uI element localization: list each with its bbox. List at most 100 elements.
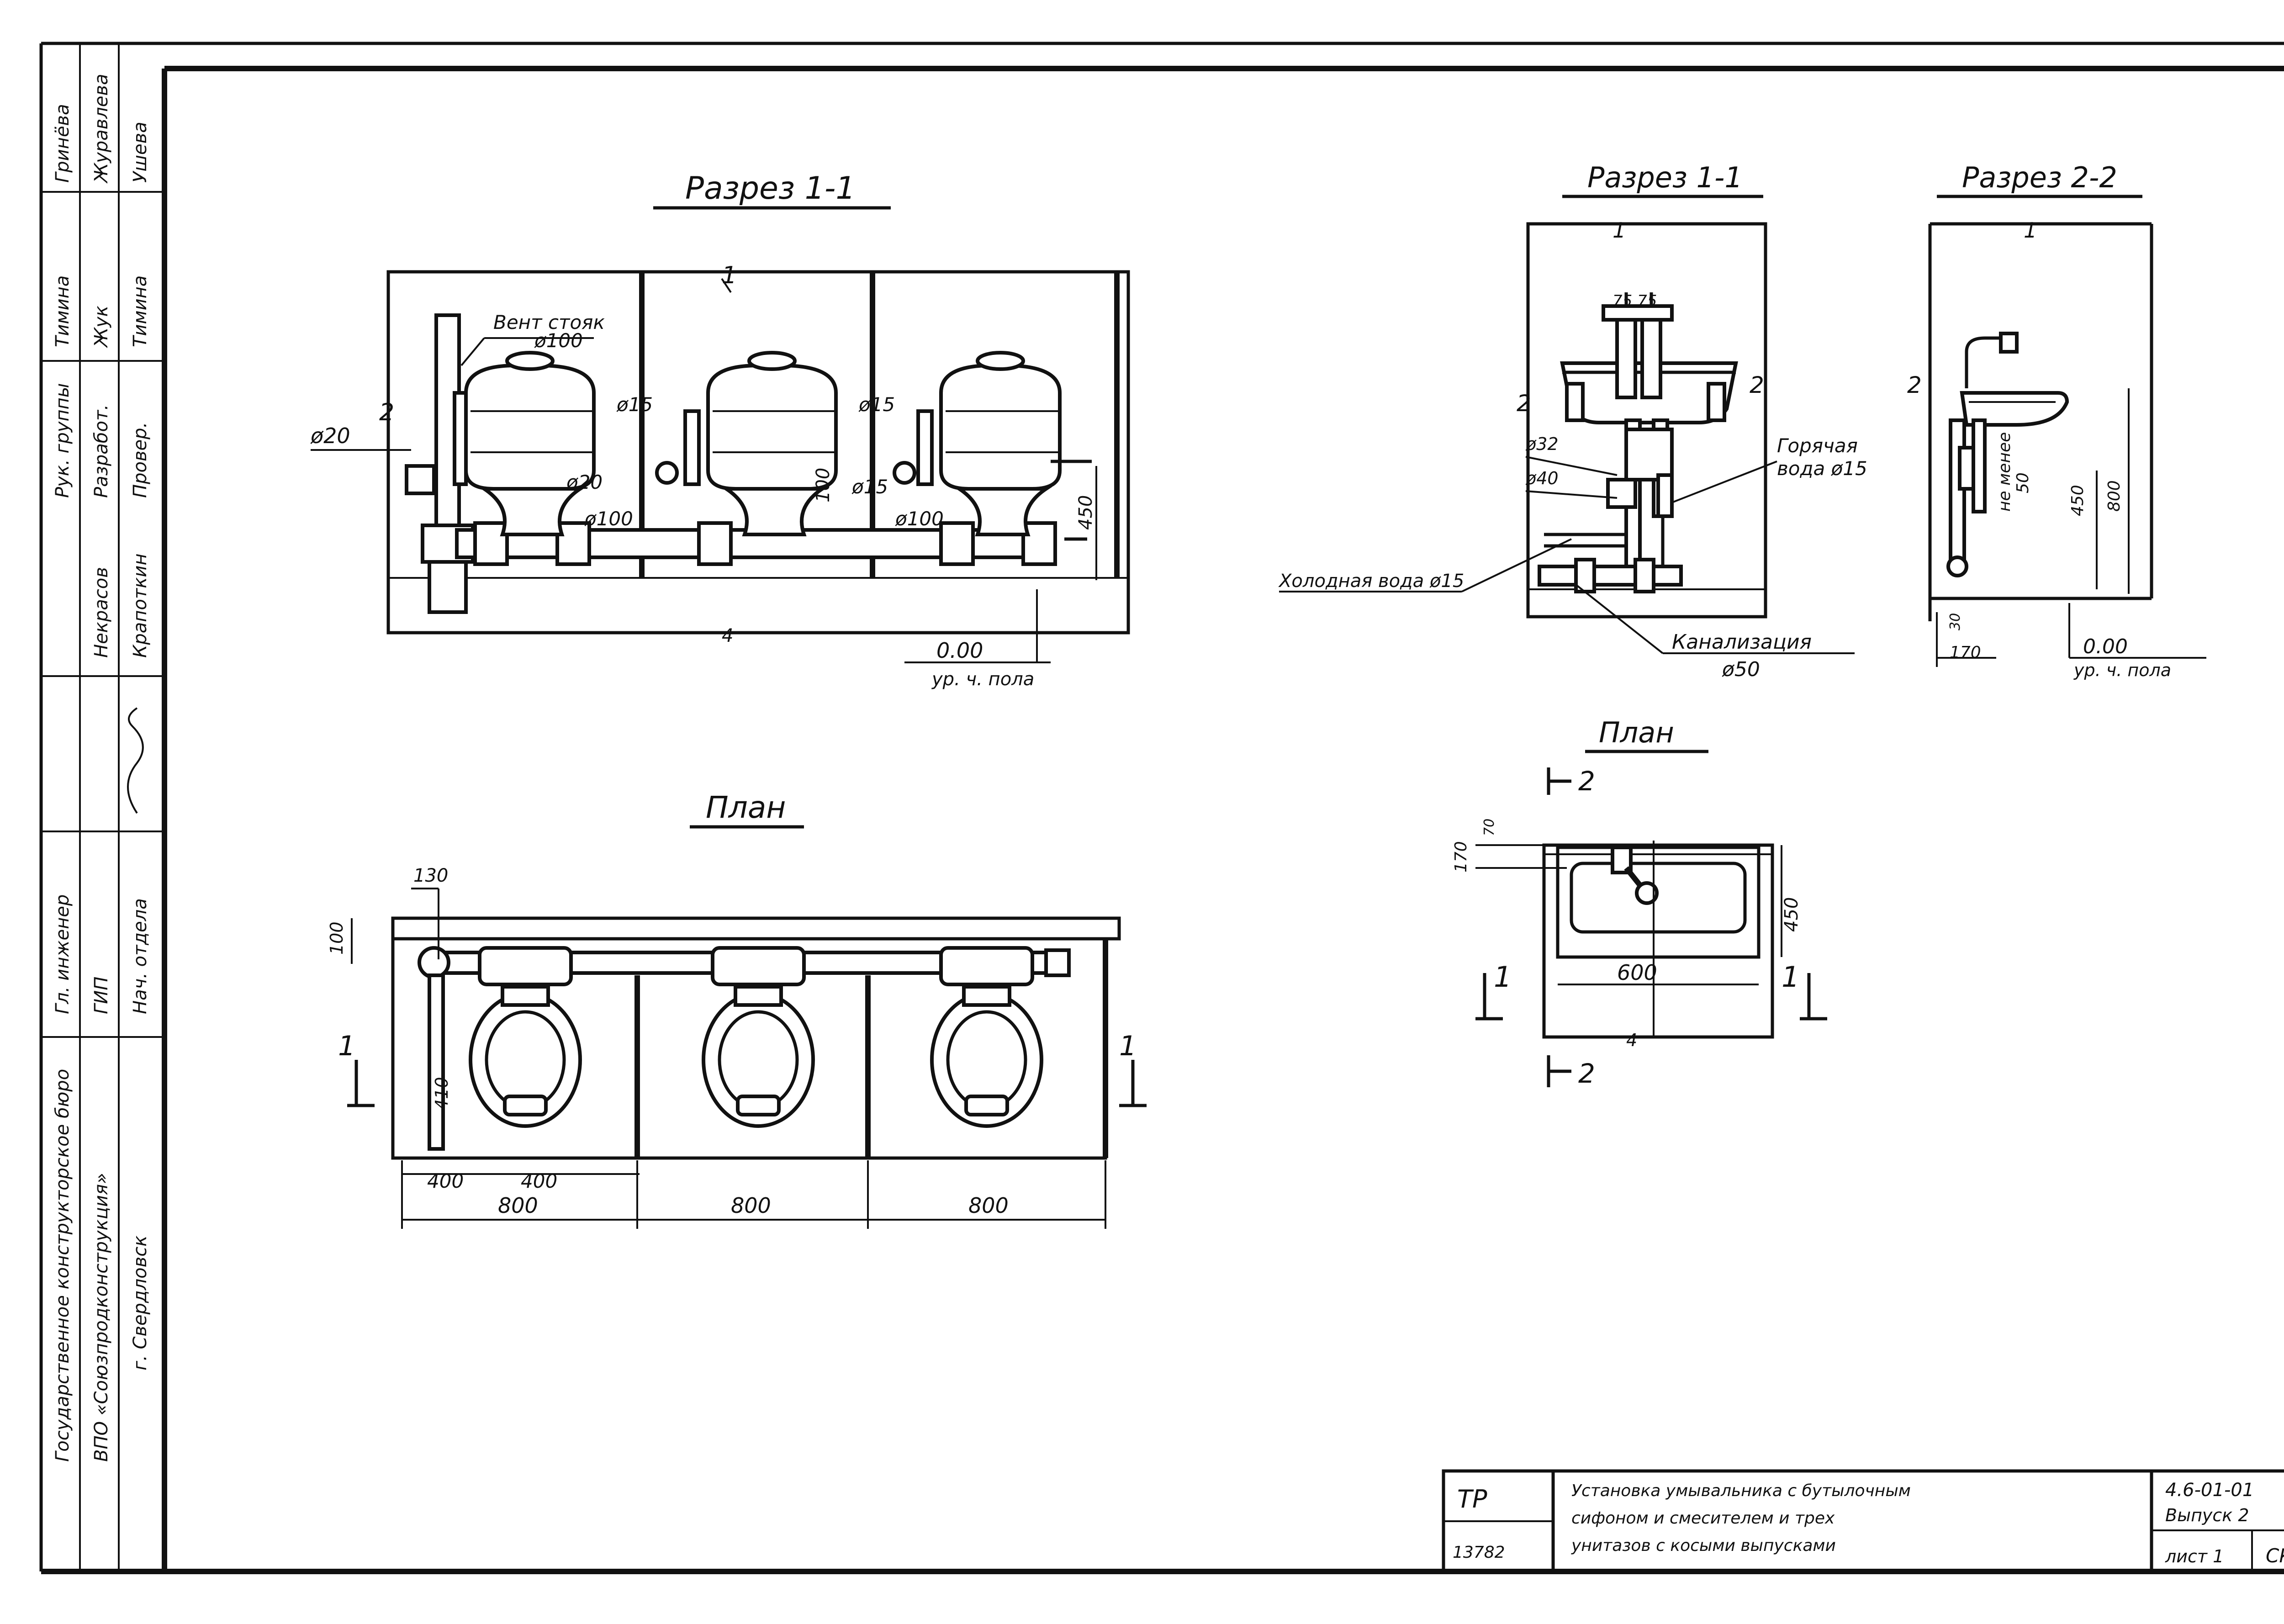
rp-dim-450: 450 [1781, 897, 1802, 932]
toilet-section-2 [655, 351, 838, 536]
plan-dim-400b: 400 [521, 1170, 557, 1192]
stamp-role-b1: Рук. группы [52, 383, 73, 498]
plan-cut-right: 1 [1119, 1030, 1137, 1062]
toilet-plan-2 [702, 946, 815, 1128]
plan-dim-130: 130 [413, 865, 448, 886]
dim-450-2: 450 [2068, 485, 2087, 516]
label-d20-left: ø20 [310, 423, 350, 448]
label-d20-mid: ø20 [566, 471, 603, 493]
rp-dim-600: 600 [1617, 960, 1657, 985]
stamp-name-b1: Тимина [52, 275, 73, 347]
mark-1-right-top: 1 [1613, 218, 1626, 243]
tb-desc-2: сифоном и смесителем и трех [1571, 1509, 1835, 1528]
level-0-00-left: 0.00 [936, 638, 983, 663]
right-plan: План 170 70 450 600 4 2 2 1 1 [1452, 716, 1827, 1089]
label-vent-d100: ø100 [534, 329, 583, 352]
mark-4-bottom: 4 [722, 625, 733, 646]
mark-1-22: 1 [2024, 218, 2037, 243]
label-vent-stack: Вент стояк [493, 311, 605, 333]
tb-sheet: лист 1 [2165, 1546, 2224, 1566]
stamp-signature [127, 707, 144, 814]
dim-75-75: 75 75 [1613, 292, 1657, 310]
floor-label-right: ур. ч. пола [2073, 660, 2171, 680]
right-section-22-title: Разрез 2-2 [1962, 161, 2117, 194]
tb-mark: СК-3 [2266, 1545, 2284, 1567]
label-d40: ø40 [1525, 468, 1559, 488]
right-plan-title: План [1599, 716, 1674, 749]
left-section-title: Разрез 1-1 [685, 170, 856, 206]
stamp-org-3: г. Свердловск [130, 1236, 151, 1370]
plan-dim-400a: 400 [427, 1170, 464, 1192]
stamp-name-a2: Крапоткин [130, 553, 151, 658]
floor-label-left: ур. ч. пола [931, 669, 1034, 690]
stamp-role-b3: Провер. [130, 422, 151, 498]
plan-dim-800c: 800 [968, 1193, 1009, 1218]
label-d15-b: ø15 [858, 393, 895, 416]
stamp-name-c1: Гринёва [52, 104, 73, 183]
rp-cut-2-bottom: 2 [1578, 1058, 1595, 1089]
stamp-name-a1: Некрасов [91, 567, 112, 658]
toilet-section-1 [405, 351, 596, 536]
label-hot-water-d: вода ø15 [1777, 457, 1867, 480]
plan-dim-800a: 800 [498, 1193, 538, 1218]
left-plan-title: План [706, 790, 786, 825]
tb-issue: Выпуск 2 [2165, 1505, 2249, 1525]
label-d100-b: ø100 [895, 508, 944, 530]
rp-mark-4: 4 [1626, 1030, 1637, 1050]
rp-cut-2-top: 2 [1578, 766, 1595, 797]
toilet-plan-3 [930, 946, 1043, 1128]
stamp-role-2: ГИП [91, 977, 112, 1014]
side-stamp: Государственное конструкторское бюро ВПО… [39, 43, 164, 1571]
right-section-11-title: Разрез 1-1 [1587, 161, 1743, 194]
stamp-name-c2: Журавлева [91, 74, 112, 185]
title-block: ТР 13782 Установка умывальника с бутылоч… [1442, 1469, 2284, 1573]
dim-100-vertical: 100 [813, 468, 834, 503]
stamp-org-1: Государственное конструкторское бюро [52, 1069, 73, 1462]
tb-desc-3: унитазов с косыми выпусками [1571, 1536, 1836, 1555]
level-0-00-right: 0.00 [2083, 635, 2128, 658]
mark-2-right-a: 2 [1517, 390, 1531, 417]
left-section-1-1: Разрез 1-1 [310, 170, 1130, 690]
plan-dim-800b: 800 [731, 1193, 771, 1218]
label-sewer-d: ø50 [1722, 658, 1760, 681]
right-section-2-2: Разрез 2-2 не менее 50 450 800 170 30 0.… [1907, 161, 2206, 680]
label-d15-c: ø15 [851, 476, 888, 498]
dim-800-2: 800 [2105, 480, 2124, 512]
rp-dim-170: 170 [1452, 841, 1470, 873]
stamp-name-b2: Жук [91, 306, 112, 349]
tb-number: 13782 [1453, 1543, 1505, 1562]
left-plan: План [327, 790, 1147, 1229]
mark-2-left: 2 [379, 399, 394, 426]
mark-1-top: 1 [722, 262, 737, 289]
plan-cut-left: 1 [338, 1030, 355, 1062]
dim-not-less: не менее [1995, 432, 2014, 512]
label-sewer: Канализация [1672, 630, 1812, 654]
plan-dim-410: 410 [432, 1077, 452, 1110]
dim-30-2: 30 [1947, 613, 1963, 630]
dim-450-vertical: 450 [1075, 495, 1096, 530]
label-d100-a: ø100 [584, 508, 633, 530]
label-d32: ø32 [1525, 434, 1559, 454]
stamp-name-c3: Ушева [130, 122, 151, 183]
plan-dim-100: 100 [327, 921, 347, 955]
label-cold-water: Холодная вода ø15 [1278, 571, 1464, 592]
stamp-org-2: ВПО «Союзпродконструкция» [91, 1173, 112, 1462]
dim-50-2: 50 [2014, 472, 2032, 493]
mark-2-right-b: 2 [1750, 372, 1764, 398]
stamp-role-1: Гл. инженер [52, 894, 73, 1014]
label-hot-water: Горячая [1777, 434, 1858, 457]
tb-desc-1: Установка умывальника с бутылочным [1571, 1481, 1911, 1500]
rp-cut-1-right: 1 [1782, 960, 1799, 994]
tb-series: 4.6-01-01 [2165, 1480, 2254, 1501]
tb-code: ТР [1457, 1485, 1487, 1513]
stamp-name-b3: Тимина [130, 275, 151, 347]
mark-2-22: 2 [1907, 372, 1922, 398]
right-section-1-1: Разрез 1-1 75 75 ø32 ø40 Горячая [1278, 161, 1867, 681]
rp-dim-70: 70 [1481, 819, 1497, 836]
label-d15-a: ø15 [616, 393, 653, 416]
toilet-plan-1 [469, 946, 582, 1128]
rp-cut-1-left: 1 [1494, 960, 1512, 994]
stamp-role-b2: Разработ. [91, 404, 112, 498]
toilet-section-3 [893, 351, 1092, 536]
